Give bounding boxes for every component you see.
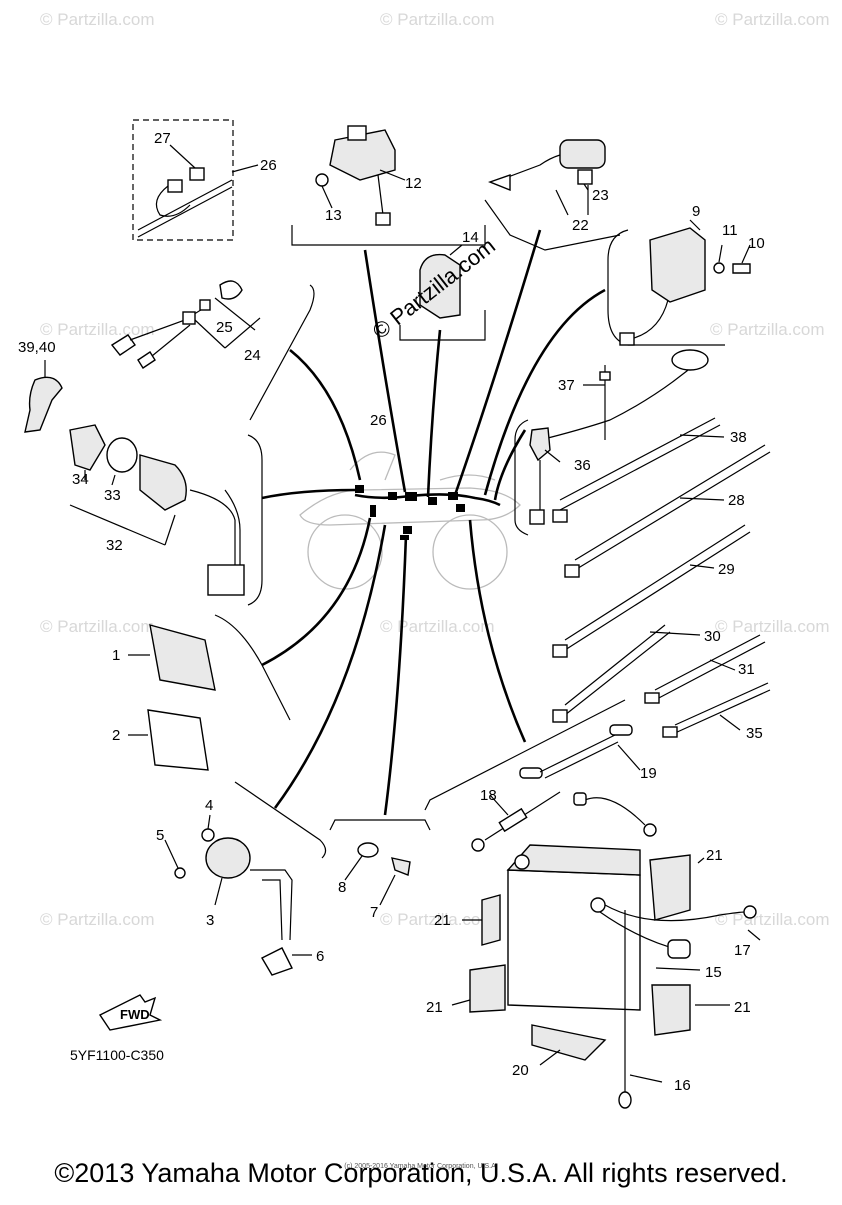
callout-9: 9 (692, 203, 700, 220)
callout-21: 21 (434, 912, 451, 929)
callout-27: 27 (154, 130, 171, 147)
callout-39-40: 39,40 (18, 339, 56, 356)
fwd-label: FWD (120, 1007, 150, 1022)
part-22-spark-plug-cap (488, 139, 606, 216)
callout-26: 26 (370, 412, 387, 429)
callout-32: 32 (106, 537, 123, 554)
diagram-code: 5YF1100-C350 (70, 1047, 164, 1063)
part-24-lead-wire (110, 280, 261, 369)
callout-2: 2 (112, 727, 120, 744)
part-9-cdi-unit (619, 219, 751, 346)
watermark: © Partzilla.com (715, 617, 830, 636)
watermark: © Partzilla.com (40, 910, 155, 929)
group-brackets (132, 119, 725, 859)
watermark: © Partzilla.com (40, 320, 155, 339)
part-2-cover (128, 709, 209, 771)
watermark: © Partzilla.com (40, 617, 155, 636)
callout-21: 21 (706, 847, 723, 864)
callout-labels: 1 2 3 4 5 6 7 8 9 10 11 12 13 14 15 16 1… (18, 130, 765, 1094)
callout-11: 11 (722, 222, 738, 239)
fwd-arrow-icon: FWD (98, 994, 163, 1031)
part-18-lead-wire (471, 791, 657, 852)
callout-29: 29 (718, 561, 735, 578)
callout-7: 7 (370, 904, 378, 921)
callout-21: 21 (426, 999, 443, 1016)
part-26-27-connector (137, 144, 259, 238)
callout-26: 26 (260, 157, 277, 174)
watermarks: © Partzilla.com © Partzilla.com © Partzi… (40, 10, 830, 929)
callout-30: 30 (704, 628, 721, 645)
callout-22: 22 (572, 217, 589, 234)
watermark: © Partzilla.com (40, 10, 155, 29)
callout-25: 25 (216, 319, 233, 336)
watermark: © Partzilla.com (380, 10, 495, 29)
callout-14: 14 (462, 229, 479, 246)
callout-10: 10 (748, 235, 765, 252)
watermark: © Partzilla.com (380, 617, 495, 636)
harness-on-vehicle (354, 485, 501, 540)
part-19-battery-band (519, 724, 641, 779)
part-7-8-switch (344, 842, 411, 906)
callout-36: 36 (574, 457, 591, 474)
callout-13: 13 (325, 207, 342, 224)
callout-31: 31 (738, 661, 755, 678)
part-14-bracket (419, 244, 463, 319)
watermark: © Partzilla.com (715, 910, 830, 929)
callout-28: 28 (728, 492, 745, 509)
callout-35: 35 (746, 725, 763, 742)
callout-33: 33 (104, 487, 121, 504)
part-1-regulator (128, 624, 216, 691)
watermark: © Partzilla.com (710, 320, 825, 339)
callout-4: 4 (205, 797, 213, 814)
callout-17: 17 (734, 942, 751, 959)
callout-15: 15 (705, 964, 722, 981)
callout-8: 8 (338, 879, 346, 896)
callout-12: 12 (405, 175, 422, 192)
pads-20-21 (451, 854, 730, 1066)
callout-3: 3 (206, 912, 214, 929)
part-3-horn-assembly (164, 814, 312, 976)
callout-18: 18 (480, 787, 497, 804)
callout-1: 1 (112, 647, 120, 664)
copyright-footer: ©2013 Yamaha Motor Corporation, U.S.A. A… (54, 1158, 788, 1188)
callout-37: 37 (558, 377, 575, 394)
callout-34: 34 (72, 471, 89, 488)
group-leaders (261, 229, 606, 816)
watermark: © Partzilla.com (715, 10, 830, 29)
callout-16: 16 (674, 1077, 691, 1094)
cable-ties (552, 417, 771, 738)
part-39-40-key (24, 360, 63, 433)
watermark: © Partzilla.com (380, 910, 495, 929)
callout-21: 21 (734, 999, 751, 1016)
callout-6: 6 (316, 948, 324, 965)
small-copyright: (c) 2005-2016 Yamaha Motor Corporation, … (344, 1163, 498, 1170)
callout-5: 5 (156, 827, 164, 844)
center-watermark: © Partzilla.com (368, 233, 500, 344)
callout-20: 20 (512, 1062, 529, 1079)
part-15-battery (506, 844, 761, 1109)
callout-19: 19 (640, 765, 657, 782)
atv-vehicle (299, 451, 521, 590)
part-12-relay (315, 125, 406, 226)
part-32-main-switch (69, 424, 245, 596)
callout-23: 23 (592, 187, 609, 204)
callout-38: 38 (730, 429, 747, 446)
callout-24: 24 (244, 347, 261, 364)
part-36-37-wire (529, 349, 709, 525)
